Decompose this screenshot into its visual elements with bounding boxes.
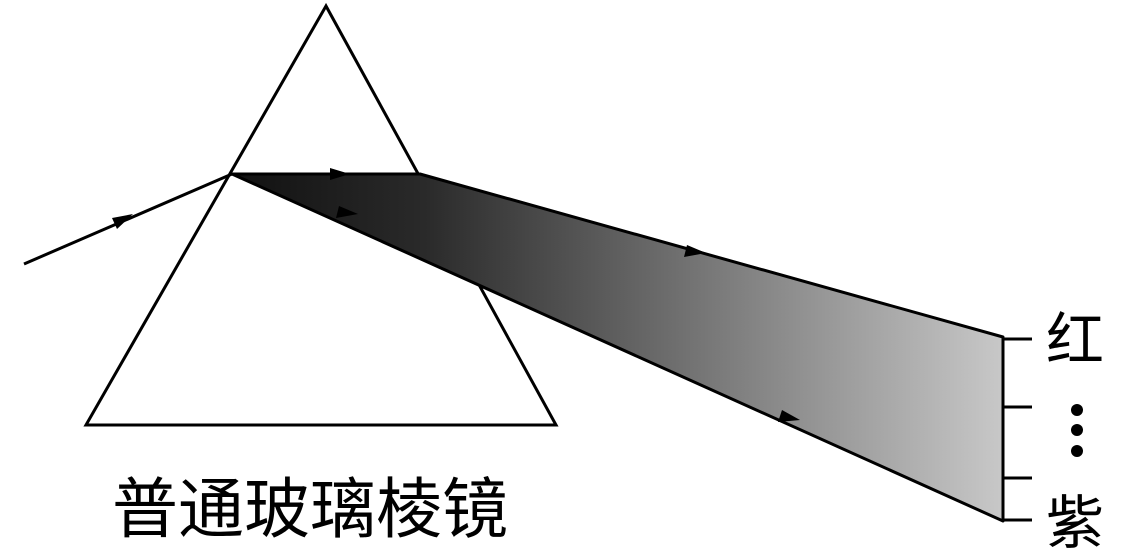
red-ray-outside-arrow [684,245,706,257]
violet-label: 紫 [1046,489,1104,557]
ellipsis-dots-icon [1071,404,1083,457]
red-label: 红 [1046,306,1104,374]
violet-ray-inside-arrow [336,206,358,218]
red-ray-inside-arrow [330,168,350,180]
prism-caption: 普通玻璃棱镜 [112,471,508,548]
incident-ray [23,172,233,266]
violet-ray-outside-arrow [778,410,800,422]
spectrum-scale [1001,337,1032,522]
incident-ray-arrow [112,214,133,229]
